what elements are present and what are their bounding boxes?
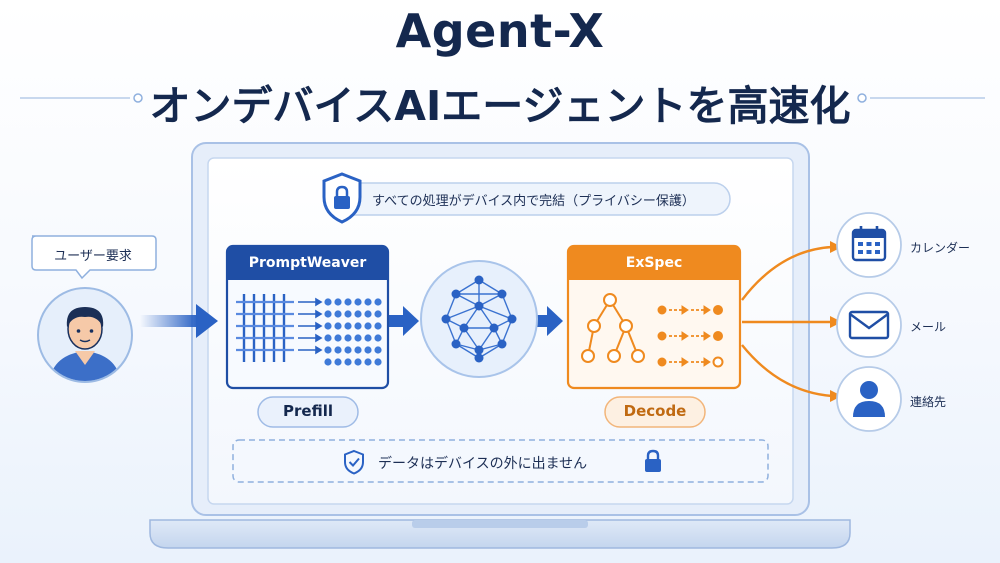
data-note-text: データはデバイスの外に出ません [378,456,588,472]
title-decor-lines [20,93,985,103]
exspec-title: ExSpec [625,255,683,271]
title-sub: オンデバイスAIエージェントを高速化 [149,82,851,130]
neural-network-icon [420,260,538,378]
title-main: Agent-X [395,4,605,58]
prefill-weave-icon [236,294,382,366]
privacy-banner-text: すべての処理がデバイス内で完結（プライバシー保護） [372,194,695,209]
shield-lock-icon [322,172,362,224]
prefill-label: Prefill [283,402,333,420]
app-label-contacts: 連絡先 [910,395,947,409]
calendar-icon [851,226,887,262]
decode-tree-icon [581,293,724,368]
decode-label: Decode [623,402,687,420]
app-label-mail: メール [910,320,947,334]
promptweaver-title: PromptWeaver [248,255,367,271]
shield-check-icon [344,449,364,475]
user-avatar-icon [37,287,133,383]
user-speech-bubble [31,235,157,280]
mail-icon [848,310,890,340]
app-label-calendar: カレンダー [910,241,971,255]
contact-icon [853,381,885,417]
user-request-label: ユーザー要求 [54,249,132,264]
lock-icon [645,449,661,472]
